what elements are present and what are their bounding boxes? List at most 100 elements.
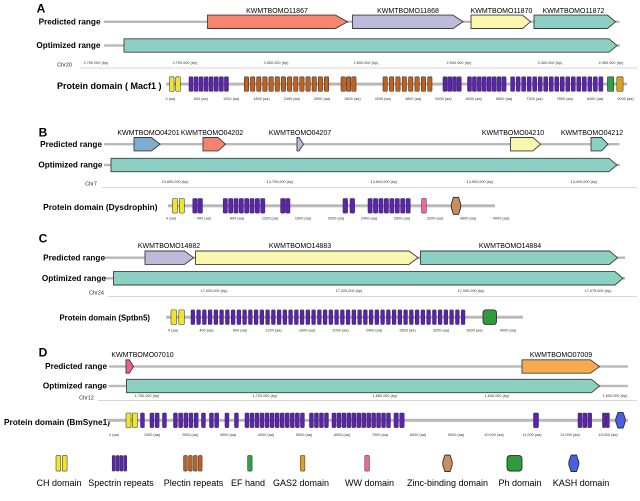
- svg-text:6000 (aa): 6000 (aa): [466, 97, 483, 101]
- svg-text:6000 (aa): 6000 (aa): [334, 433, 351, 437]
- svg-text:2,600,000 (bp): 2,600,000 (bp): [354, 61, 379, 65]
- svg-text:2000 (aa): 2000 (aa): [182, 433, 199, 437]
- svg-text:Chr7: Chr7: [85, 181, 97, 187]
- svg-text:11,000 (aa): 11,000 (aa): [522, 433, 542, 437]
- svg-text:KWMTBOMO04210: KWMTBOMO04210: [482, 130, 544, 137]
- svg-text:KASH domain: KASH domain: [553, 478, 610, 488]
- svg-text:Chr24: Chr24: [89, 290, 104, 296]
- svg-text:400 (aa): 400 (aa): [199, 329, 214, 333]
- svg-text:KWMTBOMO04202: KWMTBOMO04202: [181, 130, 243, 137]
- svg-text:3200 (aa): 3200 (aa): [433, 329, 450, 333]
- svg-text:7200 (aa): 7200 (aa): [526, 97, 543, 101]
- svg-text:4000 (aa): 4000 (aa): [493, 217, 510, 221]
- svg-text:2,400,000 (bp): 2,400,000 (bp): [538, 61, 563, 65]
- svg-text:2,750,000 (bp): 2,750,000 (bp): [84, 61, 109, 65]
- svg-text:1800 (aa): 1800 (aa): [253, 97, 270, 101]
- svg-text:Protein domain ( Macf1 ): Protein domain ( Macf1 ): [57, 81, 162, 91]
- svg-text:Spectrin repeats: Spectrin repeats: [88, 478, 154, 488]
- svg-text:4000 (aa): 4000 (aa): [500, 329, 517, 333]
- svg-text:Protein domain (Sptbn5): Protein domain (Sptbn5): [59, 313, 150, 322]
- svg-text:3600 (aa): 3600 (aa): [466, 329, 483, 333]
- svg-text:A: A: [37, 2, 46, 16]
- svg-text:KWMTBOMO04212: KWMTBOMO04212: [561, 130, 623, 137]
- svg-text:Optimized range: Optimized range: [38, 161, 103, 170]
- svg-text:4800 (aa): 4800 (aa): [405, 97, 422, 101]
- svg-text:KWMTBOMO04207: KWMTBOMO04207: [269, 130, 331, 137]
- svg-text:2000 (aa): 2000 (aa): [332, 329, 349, 333]
- svg-text:1200 (aa): 1200 (aa): [223, 97, 240, 101]
- svg-text:GAS2 domain: GAS2 domain: [273, 478, 329, 488]
- svg-text:13,000 (aa): 13,000 (aa): [598, 433, 618, 437]
- svg-text:KWMTBOMO11870: KWMTBOMO11870: [471, 8, 533, 15]
- svg-text:Chr20: Chr20: [57, 62, 72, 68]
- svg-text:7800 (aa): 7800 (aa): [557, 97, 574, 101]
- svg-text:13,700,000 (bp): 13,700,000 (bp): [267, 180, 295, 184]
- svg-text:3600 (aa): 3600 (aa): [344, 97, 361, 101]
- svg-text:10,000 (aa): 10,000 (aa): [484, 433, 504, 437]
- svg-text:WW domain: WW domain: [345, 478, 394, 488]
- svg-text:Predicted range: Predicted range: [39, 18, 101, 27]
- svg-text:2800 (aa): 2800 (aa): [394, 217, 411, 221]
- svg-text:KWMTBOMO14882: KWMTBOMO14882: [138, 243, 200, 250]
- svg-text:800 (aa): 800 (aa): [230, 217, 245, 221]
- svg-text:9000 (aa): 9000 (aa): [617, 97, 634, 101]
- svg-text:KWMTBOMO14884: KWMTBOMO14884: [479, 243, 541, 250]
- svg-text:13,800,000 (bp): 13,800,000 (bp): [162, 180, 190, 184]
- svg-text:5400 (aa): 5400 (aa): [435, 97, 452, 101]
- svg-text:Predicted range: Predicted range: [45, 362, 107, 371]
- svg-text:17,075,000 (bp): 17,075,000 (bp): [585, 289, 613, 293]
- svg-text:800 (aa): 800 (aa): [233, 329, 248, 333]
- svg-text:12,000 (aa): 12,000 (aa): [560, 433, 580, 437]
- svg-text:D: D: [39, 346, 48, 360]
- svg-text:CH domain: CH domain: [36, 478, 81, 488]
- svg-text:KWMTBOMO11867: KWMTBOMO11867: [246, 8, 308, 15]
- svg-text:Chr12: Chr12: [79, 395, 94, 401]
- svg-text:Zinc-binding domain: Zinc-binding domain: [407, 478, 488, 488]
- svg-text:1,600,000 (bp): 1,600,000 (bp): [603, 394, 628, 398]
- svg-text:2,500,000 (bp): 2,500,000 (bp): [447, 61, 472, 65]
- svg-text:KWMTBOMO11868: KWMTBOMO11868: [377, 8, 439, 15]
- svg-text:2800 (aa): 2800 (aa): [399, 329, 416, 333]
- svg-text:KWMTBOMO14883: KWMTBOMO14883: [269, 243, 331, 250]
- svg-text:3000 (aa): 3000 (aa): [220, 433, 237, 437]
- svg-text:400 (aa): 400 (aa): [197, 217, 212, 221]
- svg-text:Plectin repeats: Plectin repeats: [164, 478, 224, 488]
- svg-text:3600 (aa): 3600 (aa): [460, 217, 477, 221]
- svg-text:2400 (aa): 2400 (aa): [366, 329, 383, 333]
- svg-text:6600 (aa): 6600 (aa): [496, 97, 513, 101]
- svg-text:KWMTBOMO07010: KWMTBOMO07010: [111, 352, 173, 359]
- svg-text:C: C: [39, 232, 48, 246]
- svg-text:2400 (aa): 2400 (aa): [284, 97, 301, 101]
- svg-text:13,400,000 (bp): 13,400,000 (bp): [571, 180, 599, 184]
- svg-text:0 (aa): 0 (aa): [109, 433, 120, 437]
- svg-text:5000 (aa): 5000 (aa): [296, 433, 313, 437]
- svg-text:4000 (aa): 4000 (aa): [258, 433, 275, 437]
- svg-text:KWMTBOMO04201: KWMTBOMO04201: [117, 130, 179, 137]
- svg-text:13,500,000 (bp): 13,500,000 (bp): [467, 180, 495, 184]
- svg-text:Protein domain (BmSyne1): Protein domain (BmSyne1): [4, 417, 110, 427]
- svg-text:3000 (aa): 3000 (aa): [314, 97, 331, 101]
- svg-text:1,640,000 (bp): 1,640,000 (bp): [485, 394, 510, 398]
- svg-text:Predicted range: Predicted range: [43, 253, 105, 262]
- svg-text:1200 (aa): 1200 (aa): [265, 329, 282, 333]
- svg-text:7000 (aa): 7000 (aa): [372, 433, 389, 437]
- svg-text:Protein domain (Dysdrophin): Protein domain (Dysdrophin): [43, 202, 158, 212]
- svg-text:KWMTBOMO11872: KWMTBOMO11872: [543, 8, 605, 15]
- svg-text:17,000,000 (bp): 17,000,000 (bp): [201, 289, 229, 293]
- svg-text:1600 (aa): 1600 (aa): [295, 217, 312, 221]
- svg-text:0 (aa): 0 (aa): [166, 217, 177, 221]
- svg-text:17,025,000 (bp): 17,025,000 (bp): [336, 289, 364, 293]
- svg-text:Optimized range: Optimized range: [36, 41, 101, 50]
- svg-text:Ph domain: Ph domain: [498, 478, 541, 488]
- svg-text:Optimized range: Optimized range: [43, 382, 108, 391]
- svg-text:8400 (aa): 8400 (aa): [587, 97, 604, 101]
- svg-text:Optimized range: Optimized range: [42, 274, 107, 283]
- svg-text:1,680,000 (bp): 1,680,000 (bp): [373, 394, 398, 398]
- svg-text:1000 (aa): 1000 (aa): [144, 433, 161, 437]
- svg-text:2000 (aa): 2000 (aa): [328, 217, 345, 221]
- svg-text:2,350,000 (bp): 2,350,000 (bp): [599, 61, 624, 65]
- svg-text:17,050,000 (bp): 17,050,000 (bp): [458, 289, 486, 293]
- svg-text:EF hand: EF hand: [231, 478, 265, 488]
- svg-text:1,720,000 (bp): 1,720,000 (bp): [253, 394, 278, 398]
- svg-text:2,650,000 (bp): 2,650,000 (bp): [264, 61, 289, 65]
